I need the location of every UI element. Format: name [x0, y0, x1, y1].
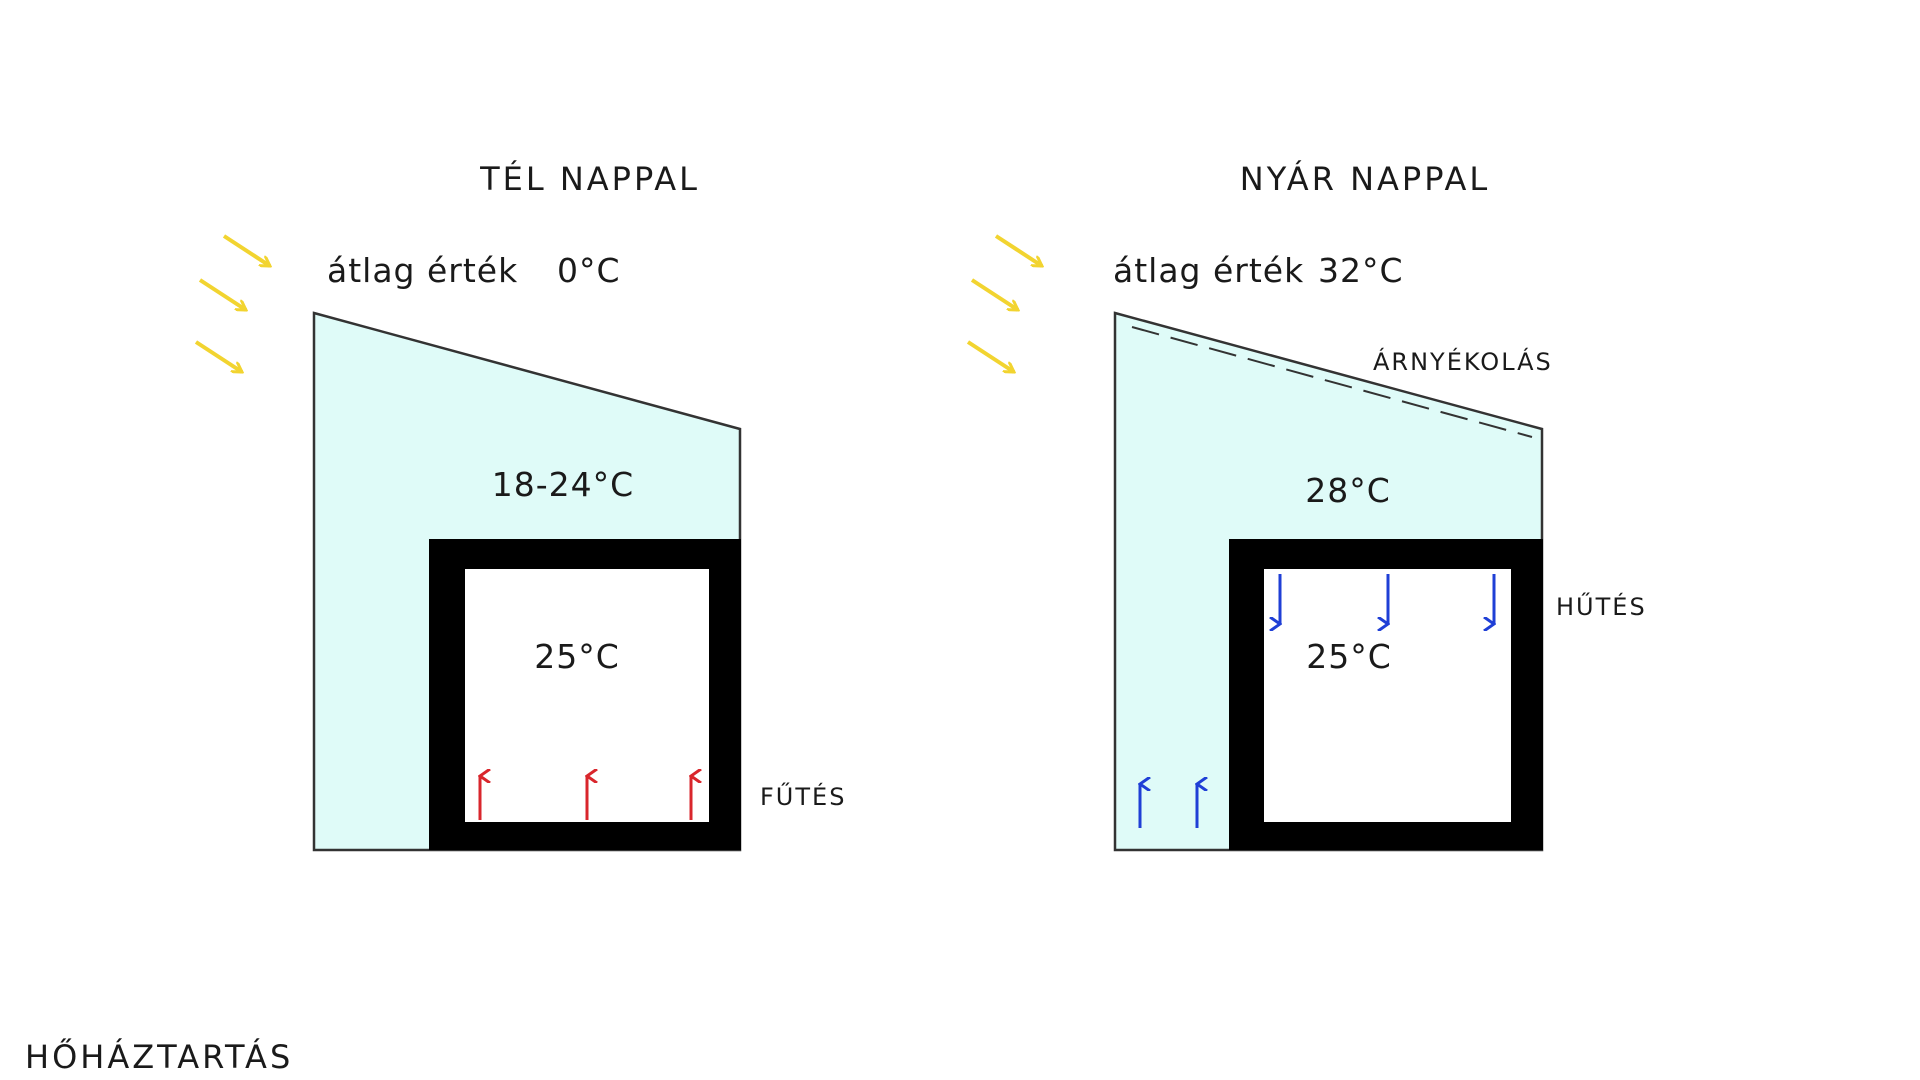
sun-ray-icon: [970, 278, 1018, 312]
summer-title: NYÁR NAPPAL: [1240, 160, 1490, 198]
summer-cooling-arrows: [1280, 574, 1494, 624]
winter-average-value: 0°C: [557, 251, 621, 290]
summer-system-label: HŰTÉS: [1556, 591, 1647, 621]
winter-buffer-temperature: 18-24°C: [492, 465, 634, 504]
sun-ray-icon: [194, 340, 242, 374]
summer-average-label: átlag érték: [1113, 251, 1304, 290]
summer-section: NYÁR NAPPAL átlag érték 32°C ÁRNYÉKOLÁS …: [966, 160, 1647, 852]
sun-ray-icon: [966, 340, 1014, 374]
winter-heating-arrows: [480, 776, 691, 820]
summer-room-temperature: 25°C: [1306, 637, 1392, 676]
summer-buffer-temperature: 28°C: [1305, 471, 1391, 510]
summer-sun-arrows: [966, 234, 1042, 374]
page-footer-title: HŐHÁZTARTÁS: [25, 1037, 293, 1076]
winter-sun-arrows: [194, 234, 270, 374]
summer-shading-line: [1131, 326, 1533, 438]
winter-average-label: átlag érték: [327, 251, 518, 290]
winter-room-temperature: 25°C: [534, 637, 620, 676]
sun-ray-icon: [222, 234, 270, 268]
summer-shading-label: ÁRNYÉKOLÁS: [1373, 347, 1553, 376]
winter-title: TÉL NAPPAL: [479, 160, 700, 198]
winter-system-label: FŰTÉS: [760, 781, 846, 811]
summer-average-value: 32°C: [1318, 251, 1404, 290]
sun-ray-icon: [994, 234, 1042, 268]
sun-ray-icon: [198, 278, 246, 312]
winter-section: TÉL NAPPAL átlag érték 0°C 18-24°C 25°C …: [194, 160, 846, 852]
summer-air-up-arrows: [1140, 784, 1197, 828]
